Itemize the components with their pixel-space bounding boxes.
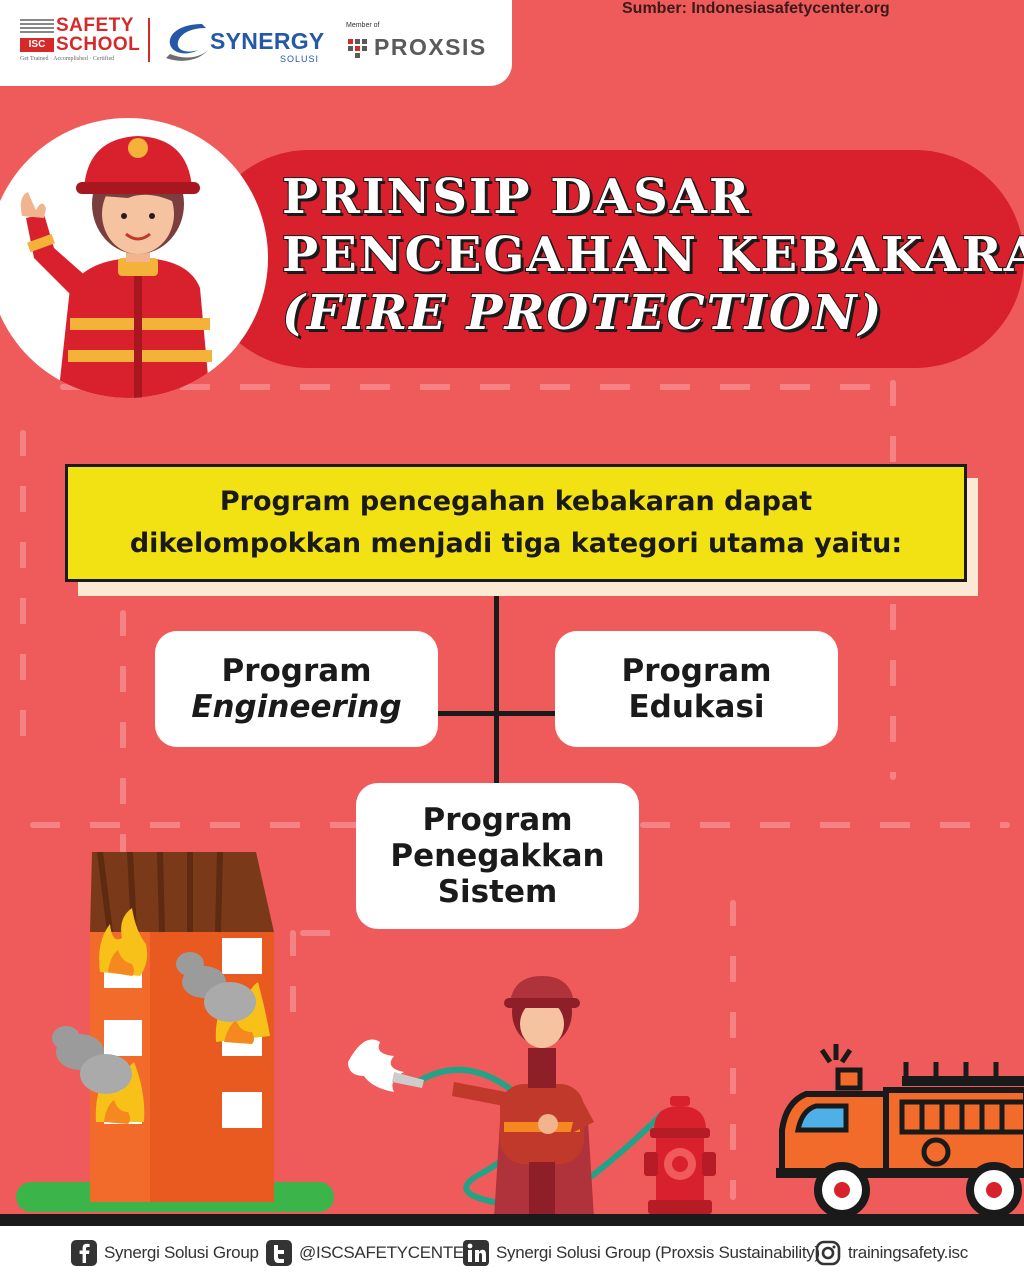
safety-school-logo-lines [20,19,54,35]
footer-twitter-label: @ISCSAFETYCENTER [299,1243,476,1262]
title-line3: (FIRE PROTECTION) [281,284,884,342]
bg-dash [120,610,126,910]
ground-strip [0,1214,1024,1226]
title-banner [200,150,1024,368]
logo-bar: ISC SAFETY SCHOOL Get Trained · Accompli… [0,0,512,86]
footer-linkedin[interactable]: Synergi Solusi Group (Proxsis Sustainabi… [462,1238,820,1268]
card-edukasi-line2: Edukasi [628,689,765,725]
firefighter-hose-icon [348,976,667,1218]
intro-box: Program pencegahan kebakaran dapat dikel… [65,464,967,582]
instagram-icon [815,1240,841,1266]
proxsis-dots-icon [348,39,367,58]
title-line1: PRINSIP DASAR [281,168,751,226]
footer-twitter[interactable]: @ISCSAFETYCENTER [265,1238,476,1268]
isc-badge: ISC [20,38,54,52]
bg-dash [730,900,736,1200]
safety-school-line2: SCHOOL [56,34,141,55]
card-penegakkan-line1: Program [422,802,573,838]
logo-divider [148,18,150,62]
synergy-word: SYNERGY [210,28,325,54]
card-penegakkan-line2: Penegakkan [390,838,605,874]
page-title: PRINSIP DASAR PENCEGAHAN KEBAKARAN (FIRE… [281,168,1024,342]
bg-dash [30,822,360,828]
facebook-icon [71,1240,97,1266]
safety-school-line1: SAFETY [56,15,134,36]
title-line2: PENCEGAHAN KEBAKARAN [281,226,1024,284]
synergy-logo: SYNERGY SOLUSI [162,18,325,66]
connector-vertical [494,596,499,786]
bg-dash [300,930,360,936]
intro-line2: dikelompokkan menjadi tiga kategori utam… [129,528,903,559]
bg-dash [20,430,26,760]
card-edukasi-line1: Program [621,653,772,689]
footer-bar: Synergi Solusi Group @ISCSAFETYCENTER Sy… [0,1226,1024,1280]
intro-line1: Program pencegahan kebakaran dapat [219,486,813,517]
twitter-icon [266,1240,292,1266]
safety-school-logo: ISC SAFETY SCHOOL Get Trained · Accompli… [20,15,141,64]
synergy-swoosh-icon [166,24,208,61]
burning-building-icon [16,852,334,1212]
safety-school-tagline: Get Trained · Accomplished · Certified [20,56,115,62]
synergy-sub: SOLUSI [280,54,320,64]
proxsis-member-label: Member of [346,22,380,29]
fire-truck-icon [776,1044,1024,1218]
proxsis-word: PROXSIS [374,34,487,60]
bg-dash [60,384,880,390]
bg-dash [290,930,296,1020]
linkedin-icon [463,1240,489,1266]
card-engineering-line2: Engineering [191,689,402,725]
footer-instagram[interactable]: trainingsafety.isc [814,1238,968,1268]
connector-horizontal [436,711,556,716]
card-program-edukasi: Program Edukasi [555,631,838,747]
fire-hydrant-icon [644,1096,716,1214]
footer-linkedin-label: Synergi Solusi Group (Proxsis Sustainabi… [496,1243,820,1262]
card-program-penegakkan: Program Penegakkan Sistem [356,783,639,929]
card-program-engineering: Program Engineering [155,631,438,747]
card-penegakkan-line3: Sistem [437,874,558,910]
firefighter-avatar-icon [0,118,268,398]
proxsis-logo: Member of PROXSIS [346,22,496,62]
footer-facebook[interactable]: Synergi Solusi Group [70,1238,259,1268]
footer-facebook-label: Synergi Solusi Group [104,1243,259,1262]
source-text: Sumber: Indonesiasafetycenter.org [622,0,890,17]
card-engineering-line1: Program [221,653,372,689]
intro-text: Program pencegahan kebakaran dapat dikel… [130,481,902,565]
footer-instagram-label: trainingsafety.isc [848,1243,968,1262]
bg-dash [640,822,1010,828]
